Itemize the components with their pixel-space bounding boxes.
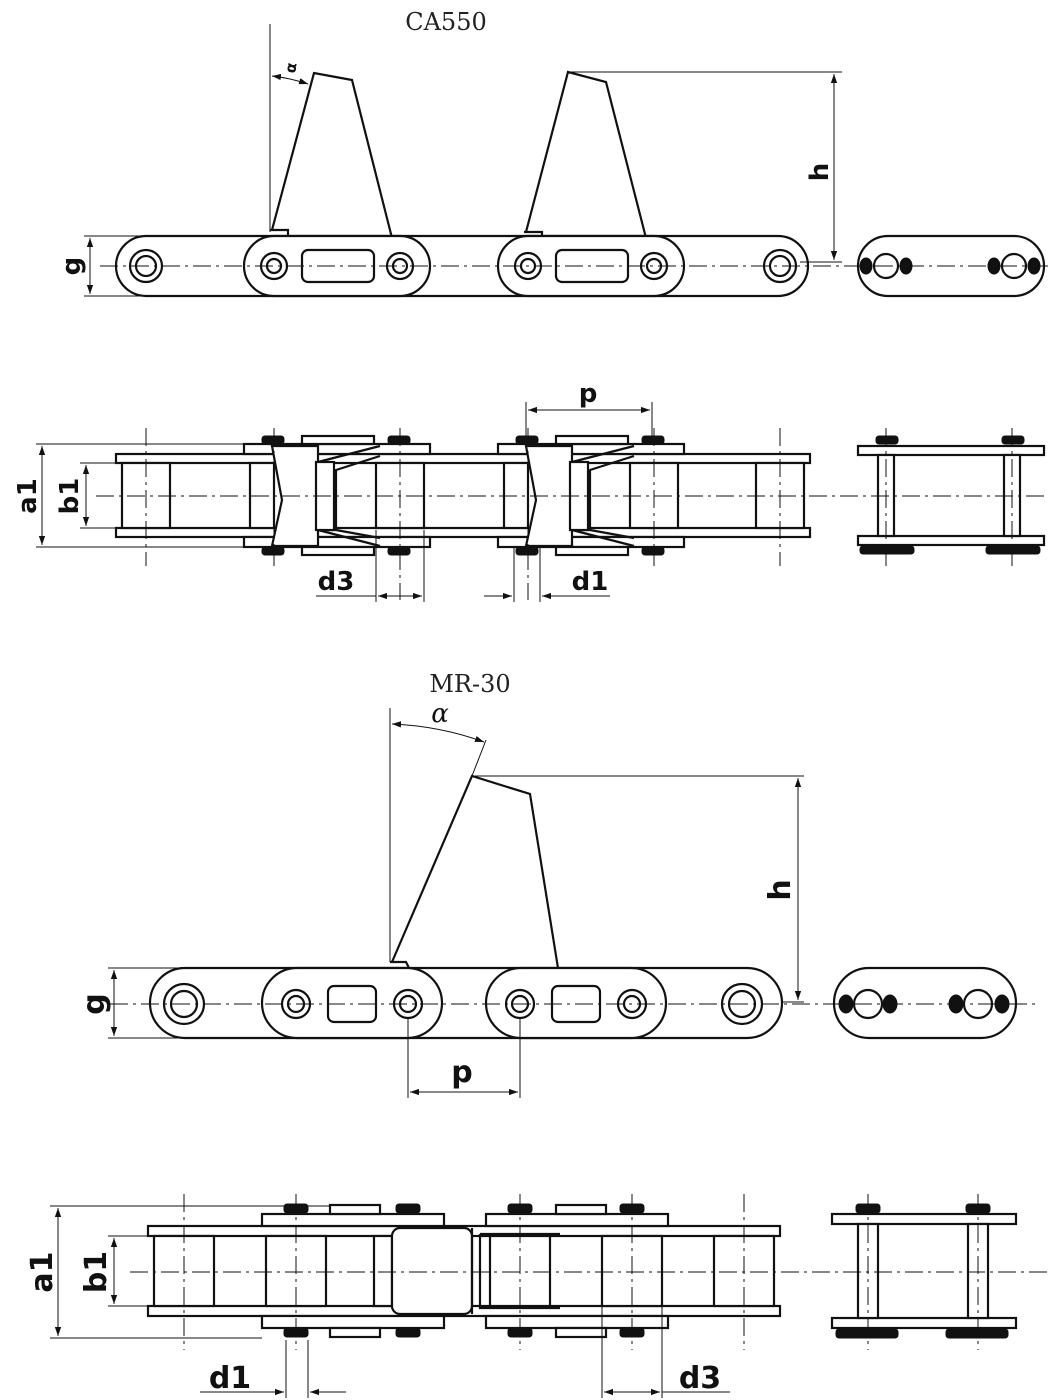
ca550-attachment-plate-1 [242,234,432,298]
title-mr30: MR-30 [429,670,510,698]
ca550-top-attachment-2 [524,444,635,548]
mr30-p-dimension: p [407,1018,521,1098]
ca550-attachment-wing-2 [524,70,648,240]
ca550-d3-label: d3 [318,567,355,597]
ca550-alpha-label: α [281,61,301,74]
mr30-p-label: p [451,1055,472,1090]
ca550-b1-dimension: b1 [55,462,122,529]
ca550-g-dimension: g [57,235,142,297]
ca550-h-dimension: h [570,71,842,263]
mr30-b1-dimension: b1 [79,1235,154,1307]
ca550-a1-label: a1 [13,478,43,514]
ca550-g-label: g [57,257,87,276]
mr30-h-dimension: h [474,775,804,1003]
mr30-connecting-link [832,966,1018,1040]
mr30-top-pin-heads [283,1203,645,1338]
ca550-top-pin-heads [261,435,665,556]
mr30-d3-label: d3 [679,1361,721,1396]
ca550-d1-label: d1 [572,567,609,597]
ca550-top-view: p [13,379,1048,602]
mr30-outer-link-bar [148,966,784,1040]
ca550-side-view: CA550 [57,8,1048,298]
ca550-alpha-dimension: α [269,24,309,232]
mr30-attachment-plate-2 [484,966,668,1040]
mr30-attachment-plate-1 [260,966,444,1040]
mr30-top-view: a1 b1 d1 d3 [25,1194,1048,1398]
ca550-top-outer-plate-lower [114,526,812,539]
ca550-top-outer-plate-upper [114,452,812,465]
ca550-attachment-wing-1 [270,71,394,239]
mr30-top-inner-plates [260,1203,670,1339]
mr30-g-label: g [77,993,112,1014]
ca550-top-centerlines [96,428,1048,600]
ca550-a1-dimension: a1 [13,443,244,548]
mr30-d3-dimension: d3 [601,1306,730,1398]
mr30-top-connecting-link [830,1203,1018,1339]
mr30-b1-label: b1 [79,1251,114,1293]
mr30-top-centerlines [130,1194,1048,1350]
mr30-g-dimension: g [77,967,178,1039]
ca550-top-inner-plates [242,434,686,557]
ca550-d1-dimension: d1 [484,548,610,602]
mr30-a1-dimension: a1 [25,1205,330,1339]
mr30-attachment-wing [390,774,560,969]
mr30-d1-dimension: d1 [200,1340,346,1398]
mr30-alpha-dimension: α [389,699,487,962]
mr30-top-attachment [390,1226,560,1316]
mr30-side-view: MR-30 α h [77,670,1040,1098]
ca550-h-label: h [805,163,835,182]
ca550-b1-label: b1 [55,478,85,515]
mr30-h-label: h [763,879,798,900]
ca550-d3-dimension: d3 [316,530,425,602]
mr30-d1-label: d1 [209,1361,251,1396]
mr30-a1-label: a1 [25,1251,60,1292]
title-ca550: CA550 [405,8,487,36]
ca550-p-dimension: p [525,379,653,440]
mr30-alpha-label: α [431,699,449,729]
ca550-p-label: p [579,379,598,409]
